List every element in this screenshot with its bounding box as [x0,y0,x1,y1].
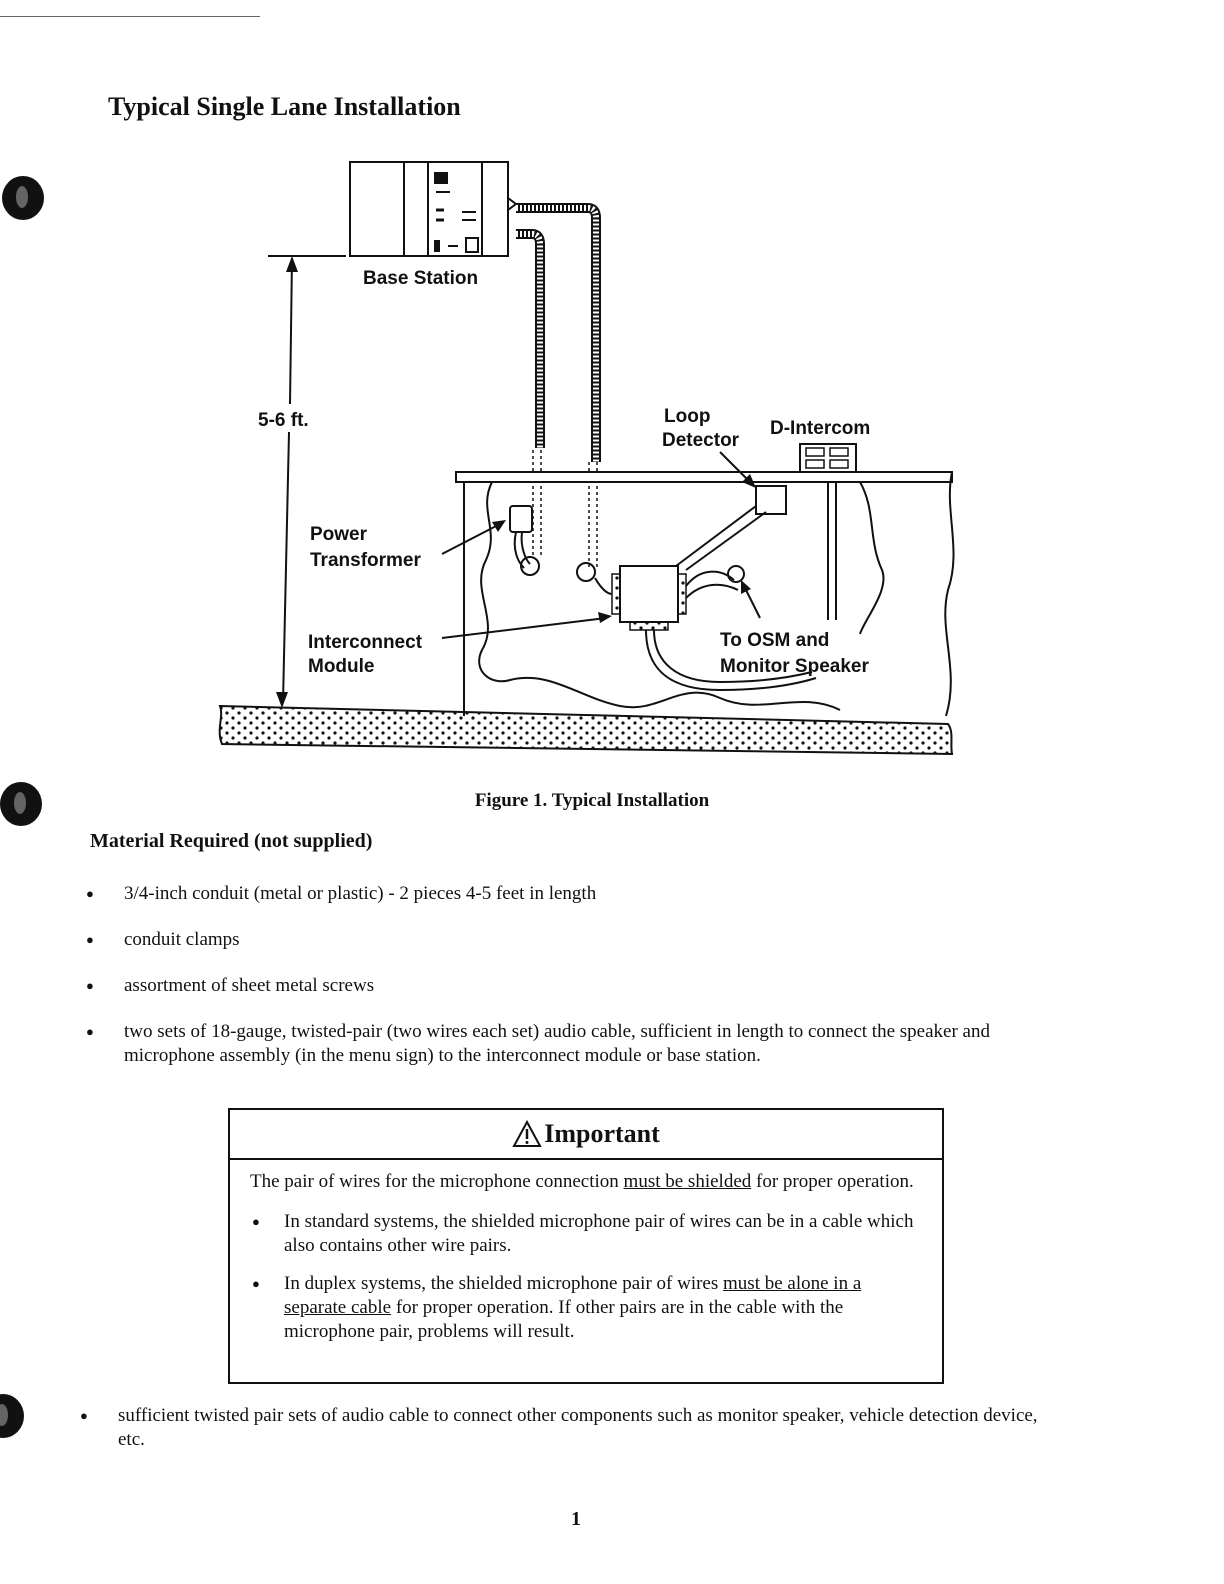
loop-detector-box [755,485,787,515]
intro-emphasis: must be shielded [623,1171,752,1192]
height-dimension [268,255,346,708]
label-loop-detector-line1: Loop [664,406,710,427]
page-title: Typical Single Lane Installation [108,92,461,121]
label-height: 5-6 ft. [258,410,309,431]
binder-hole-icon [0,782,42,826]
figure-caption: Figure 1. Typical Installation [474,790,710,811]
important-notice-box: Important The pair of wires for the micr… [228,1108,944,1384]
ground-slab [218,704,954,756]
materials-list: 3/4-inch conduit (metal or plastic) - 2 … [86,882,1046,1068]
power-transformer-unit [509,505,533,569]
installation-diagram: Base Station 5-6 ft. Loop Detector D-Int… [218,161,955,756]
label-power-transformer-line1: Power [310,524,368,545]
d-intercom-unit [799,443,857,473]
warning-triangle-icon [512,1120,542,1147]
label-power-transformer-line2: Transformer [310,550,421,571]
base-station [349,161,518,257]
label-interconnect-line1: Interconnect [308,632,423,653]
list-item: two sets of 18-gauge, twisted-pair (two … [86,1020,1046,1068]
page-number: 1 [571,1508,581,1530]
conduit-pipes [516,203,601,582]
binder-hole-icon [2,176,44,220]
list-item: sufficient twisted pair sets of audio ca… [80,1404,1040,1452]
duplex-text: In duplex systems, the shielded micropho… [284,1273,724,1294]
materials-list-continued: sufficient twisted pair sets of audio ca… [80,1404,1040,1452]
label-osm-line1: To OSM and [720,630,829,651]
intro-text-end: for proper operation. [751,1171,914,1192]
scan-artifact-line [0,16,260,17]
label-interconnect-line2: Module [308,656,375,677]
list-item: assortment of sheet metal screws [86,974,1046,998]
label-osm-line2: Monitor Speaker [720,656,869,677]
leader-arrows [441,451,761,639]
important-title: Important [544,1119,660,1148]
interconnect-module-unit [594,505,817,692]
drive-thru-counter [455,471,955,717]
list-item: In standard systems, the shielded microp… [250,1210,920,1258]
list-item: conduit clamps [86,928,1046,952]
duplex-emphasis: must be alone in a separate cable [284,1273,862,1318]
duplex-text-end: for proper operation. If other pairs are… [284,1297,844,1342]
label-d-intercom: D-Intercom [770,418,870,439]
important-intro: The pair of wires for the microphone con… [250,1170,920,1194]
important-list: In standard systems, the shielded microp… [250,1210,920,1344]
label-base-station: Base Station [363,268,478,289]
important-header: Important [230,1110,942,1160]
binder-hole-icon [0,1394,24,1438]
list-item: In duplex systems, the shielded micropho… [250,1272,920,1344]
intro-text: The pair of wires for the microphone con… [250,1171,624,1192]
materials-heading: Material Required (not supplied) [90,830,373,852]
list-item: 3/4-inch conduit (metal or plastic) - 2 … [86,882,1046,906]
label-loop-detector-line2: Detector [662,430,740,451]
